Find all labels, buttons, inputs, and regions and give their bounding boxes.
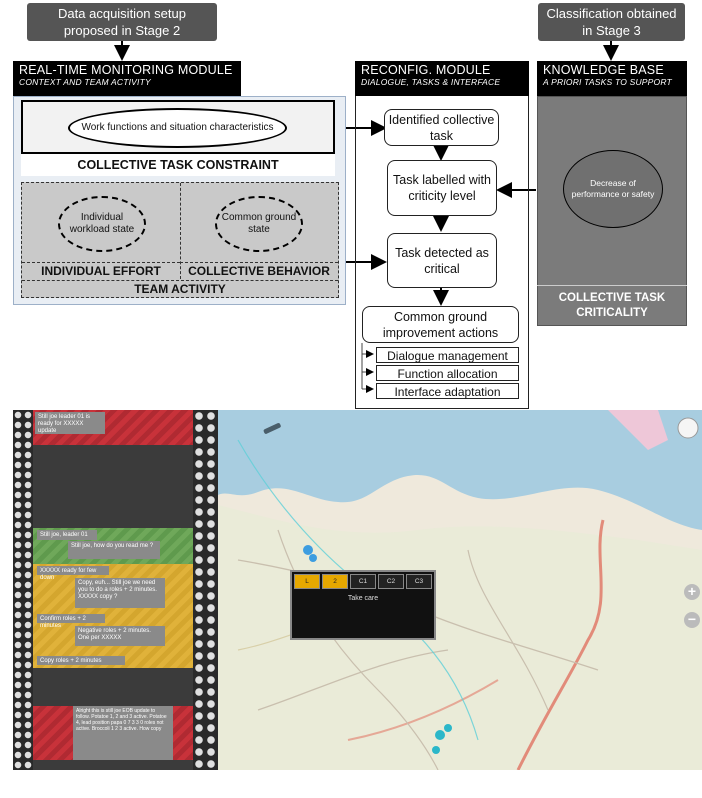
popup-tabs: L 2 C1 C2 C3 xyxy=(292,572,434,591)
monitoring-title: REAL-TIME MONITORING MODULE xyxy=(19,63,233,77)
task-critical-node: Task detected as critical xyxy=(387,233,497,288)
chat-message-4: XXXXX ready for few down xyxy=(37,566,109,581)
collective-task-criticality-label: COLLECTIVE TASK CRITICALITY xyxy=(537,285,687,326)
common-ground-actions-node: Common ground improvement actions xyxy=(362,306,519,343)
monitoring-subtitle: CONTEXT AND TEAM ACTIVITY xyxy=(19,77,151,87)
knowledge-base-subtitle: A PRIORI TASKS TO SUPPORT xyxy=(543,77,672,87)
interface-screenshot: Still joe leader 01 is ready for XXXXX u… xyxy=(13,410,702,770)
monitoring-module-header: REAL-TIME MONITORING MODULE CONTEXT AND … xyxy=(13,61,241,96)
stage3-label: Classification obtained in Stage 3 xyxy=(538,3,685,41)
tab-2[interactable]: 2 xyxy=(322,574,348,589)
action-interface-adaptation: Interface adaptation xyxy=(376,383,519,399)
collective-task-constraint-label: COLLECTIVE TASK CONSTRAINT xyxy=(21,152,335,176)
popup-message: Take care xyxy=(347,595,379,602)
alert-popup[interactable]: L 2 C1 C2 C3 Take care xyxy=(290,570,436,640)
individual-effort-label: INDIVIDUAL EFFORT xyxy=(22,262,180,280)
map-view[interactable]: L 2 C1 C2 C3 Take care + − xyxy=(218,410,702,770)
reconfig-module-body xyxy=(355,96,529,409)
chat-message-9: Alright this is still joe EOB update to … xyxy=(73,706,173,760)
identified-task-node: Identified collective task xyxy=(384,109,499,146)
chat-message-5: Copy, euh... Still joe we need you to do… xyxy=(75,578,165,608)
chat-message-3: Still joe, how do you read me ? xyxy=(68,541,160,559)
dashed-divider-vertical xyxy=(180,183,181,279)
work-functions-ellipse: Work functions and situation characteris… xyxy=(68,108,287,148)
figure-diagram: Data acquisition setup proposed in Stage… xyxy=(13,3,687,409)
chat-message-2: Still joe, leader 01 xyxy=(37,530,97,540)
left-film-strip xyxy=(13,410,33,770)
tab-c1[interactable]: C1 xyxy=(350,574,376,589)
tab-c2[interactable]: C2 xyxy=(378,574,404,589)
chat-message-7: Negative roles + 2 minutes. One per XXXX… xyxy=(75,626,165,646)
reconfig-module-header: RECONFIG. MODULE DIALOGUE, TASKS & INTER… xyxy=(355,61,529,96)
chat-message-8: Copy roles + 2 minutes xyxy=(37,656,125,665)
decrease-performance-ellipse: Decrease of performance or safety xyxy=(563,150,663,228)
tab-l[interactable]: L xyxy=(294,574,320,589)
right-film-strip xyxy=(193,410,218,770)
chat-message-1: Still joe leader 01 is ready for XXXXX u… xyxy=(35,412,105,434)
stage2-label: Data acquisition setup proposed in Stage… xyxy=(27,3,217,41)
zoom-out-button[interactable]: − xyxy=(684,612,700,628)
knowledge-base-header: KNOWLEDGE BASE A PRIORI TASKS TO SUPPORT xyxy=(537,61,687,96)
team-activity-label: TEAM ACTIVITY xyxy=(22,280,338,297)
tab-c3[interactable]: C3 xyxy=(406,574,432,589)
zoom-in-button[interactable]: + xyxy=(684,584,700,600)
chat-message-6: Confirm roles + 2 minutes xyxy=(37,614,105,629)
collective-behavior-label: COLLECTIVE BEHAVIOR xyxy=(180,262,338,280)
reconfig-subtitle: DIALOGUE, TASKS & INTERFACE xyxy=(361,77,501,87)
individual-workload-ellipse: Individual workload state xyxy=(58,196,146,252)
chat-panel: Still joe leader 01 is ready for XXXXX u… xyxy=(13,410,218,770)
reconfig-title: RECONFIG. MODULE xyxy=(361,63,491,77)
common-ground-state-ellipse: Common ground state xyxy=(215,196,303,252)
action-dialogue-management: Dialogue management xyxy=(376,347,519,363)
action-function-allocation: Function allocation xyxy=(376,365,519,381)
task-labelled-node: Task labelled with criticity level xyxy=(387,160,497,216)
knowledge-base-title: KNOWLEDGE BASE xyxy=(543,63,664,77)
